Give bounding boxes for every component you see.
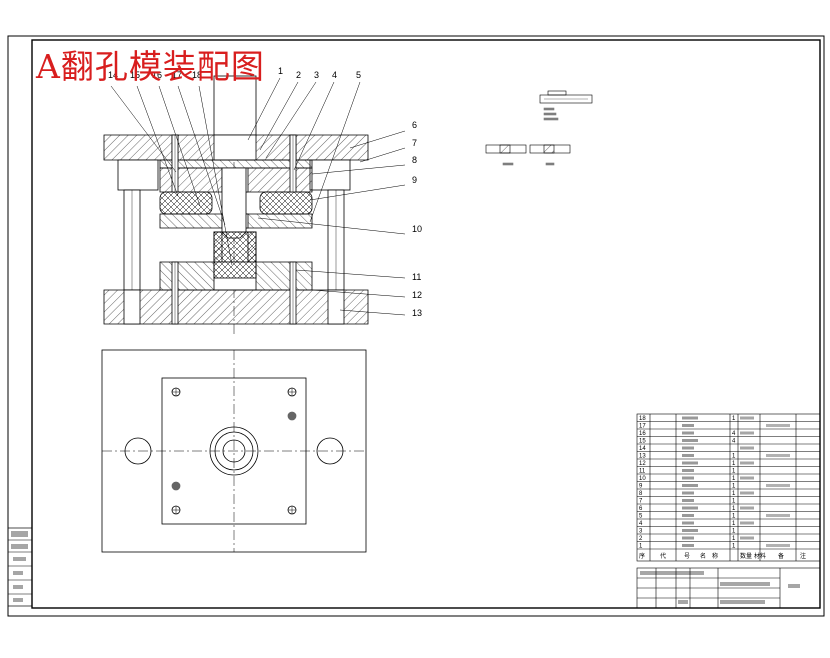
- shank: [213, 75, 257, 137]
- part-label-16: 16: [152, 70, 162, 80]
- part-label-3: 3: [314, 70, 319, 80]
- part-label-1: 1: [278, 66, 283, 76]
- bom-row-qty: 1: [732, 536, 736, 542]
- part-label-10: 10: [412, 224, 422, 234]
- bom-row-no: 12: [639, 461, 646, 467]
- part-label-8: 8: [412, 155, 417, 165]
- part-label-4: 4: [332, 70, 337, 80]
- inner-frame: [31, 39, 821, 609]
- guide-sleeve-left: [117, 159, 159, 191]
- drawing-title: A翻孔模装配图: [36, 47, 265, 86]
- bom-row-qty: 1: [732, 499, 736, 505]
- bom-row-qty: 4: [732, 439, 736, 445]
- title-block: [636, 567, 821, 609]
- bom-row-qty: 1: [732, 529, 736, 535]
- rubber-right: [259, 191, 313, 215]
- part-label-9: 9: [412, 175, 417, 185]
- bom-row-no: 9: [639, 484, 643, 490]
- bom-row-no: 10: [639, 476, 646, 482]
- part-label-18: 18: [192, 70, 202, 80]
- bom-row-no: 15: [639, 439, 646, 445]
- bom-row-no: 14: [639, 446, 646, 452]
- bom-row-no: 13: [639, 454, 646, 460]
- part-label-5: 5: [356, 70, 361, 80]
- rubber-left: [159, 191, 213, 215]
- bom-header-cell: 数量: [740, 552, 752, 560]
- bom-row-no: 4: [639, 521, 643, 527]
- bom-row-no: 5: [639, 514, 643, 520]
- bom-header-cell: 备: [778, 552, 784, 560]
- bom-row-no: 3: [639, 529, 643, 535]
- bom-header-cell: 代: [660, 552, 666, 560]
- bom-row-qty: 1: [732, 484, 736, 490]
- bom-row-qty: 1: [732, 521, 736, 527]
- bom-row-qty: 1: [732, 491, 736, 497]
- bom-row-qty: 1: [732, 544, 736, 550]
- detail-views: [485, 90, 593, 166]
- flanging-punch: [221, 167, 247, 239]
- plan-view: [101, 349, 367, 553]
- bom-row-qty: 1: [732, 506, 736, 512]
- part-label-12: 12: [412, 290, 422, 300]
- bom-row-no: 16: [639, 431, 646, 437]
- pad-plate: [159, 159, 313, 169]
- bom-row-no: 7: [639, 499, 643, 505]
- outer-frame: [7, 35, 825, 617]
- part-label-15: 15: [130, 70, 140, 80]
- guide-sleeve-right: [309, 159, 351, 191]
- bom-row-qty: 1: [732, 476, 736, 482]
- bom-header-cell: 序: [639, 552, 645, 560]
- section-view: [103, 72, 369, 334]
- bom-row-no: 18: [639, 416, 646, 422]
- leader-lines: [110, 77, 406, 316]
- bom-row-no: 2: [639, 536, 643, 542]
- bom-row-no: 6: [639, 506, 643, 512]
- bom-header-cell: 名: [700, 552, 706, 560]
- bom-row-qty: 1: [732, 416, 736, 422]
- bom-header-cell: 号: [684, 553, 690, 560]
- bom-header-cell: 称: [712, 552, 718, 560]
- bom-header-cell: 材料: [754, 552, 766, 560]
- part-label-17: 17: [172, 70, 182, 80]
- part-label-2: 2: [296, 70, 301, 80]
- bom-row-no: 8: [639, 491, 643, 497]
- bom-row-no: 1: [639, 544, 643, 550]
- bom-row-qty: 1: [732, 469, 736, 475]
- part-label-13: 13: [412, 308, 422, 318]
- bom-row-no: 17: [639, 424, 646, 430]
- bom-row-qty: 1: [732, 454, 736, 460]
- bom-row-qty: 4: [732, 431, 736, 437]
- part-label-7: 7: [412, 138, 417, 148]
- part-label-11: 11: [412, 272, 421, 282]
- binding-strip: [7, 527, 33, 607]
- part-label-6: 6: [412, 120, 417, 130]
- bom-row-qty: 1: [732, 461, 736, 467]
- bom-row-qty: 1: [732, 514, 736, 520]
- lower-die-plate: [103, 289, 369, 325]
- part-label-14: 14: [108, 70, 118, 80]
- bom-row-no: 11: [639, 469, 646, 475]
- bom-header-cell: 注: [800, 552, 806, 560]
